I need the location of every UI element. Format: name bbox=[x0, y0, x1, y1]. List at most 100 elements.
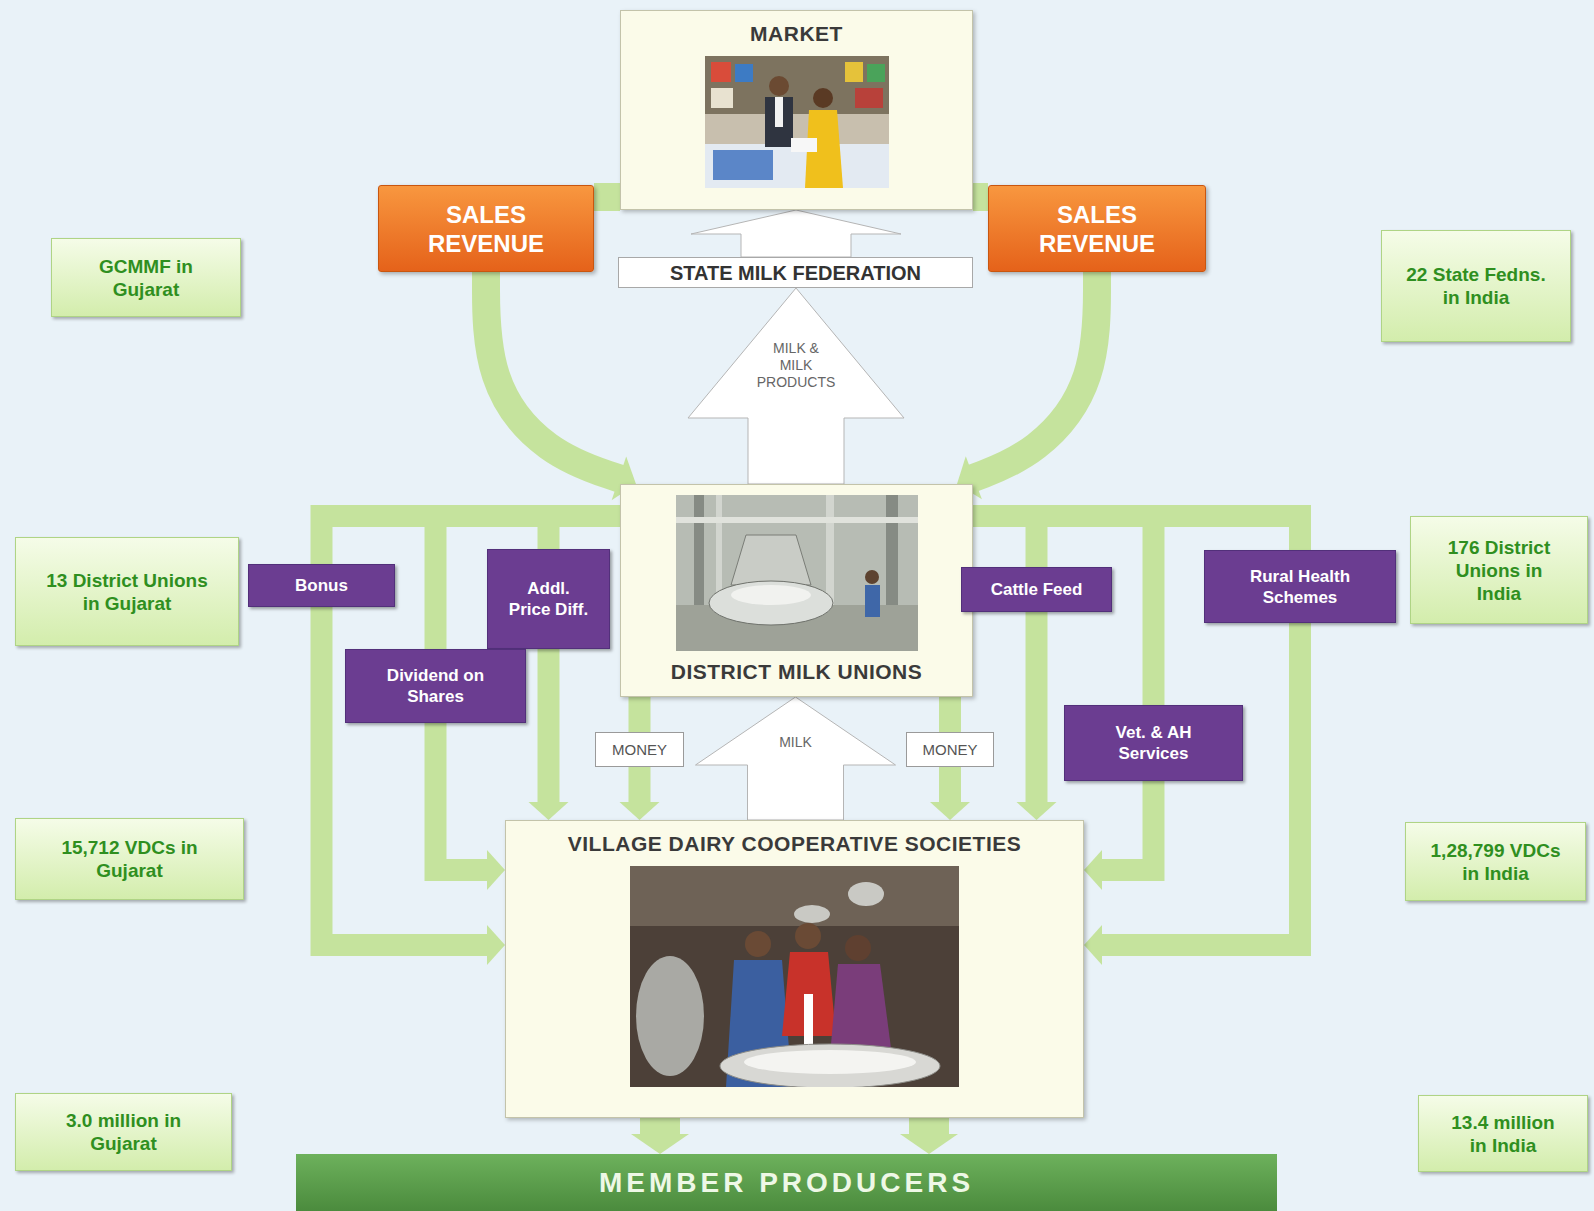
pipe bbox=[826, 495, 834, 605]
head-pot bbox=[794, 905, 830, 923]
arrow-head bbox=[620, 802, 660, 820]
box-label: Vet. & AH Services bbox=[1081, 722, 1226, 764]
milk-pack bbox=[791, 138, 817, 152]
stat-box: 22 State Fedns. in India bbox=[1381, 230, 1571, 342]
milk-can bbox=[636, 956, 704, 1076]
flow-connector bbox=[639, 697, 640, 732]
woman-head bbox=[845, 935, 871, 961]
worker-head bbox=[865, 570, 879, 584]
separator bbox=[709, 581, 833, 625]
flow-band bbox=[436, 516, 621, 649]
flow-band bbox=[486, 272, 620, 479]
revenue-box: SALES REVENUE bbox=[378, 185, 594, 272]
box-label: Rural Health Schemes bbox=[1221, 566, 1379, 608]
money-tag: MONEY bbox=[595, 732, 684, 767]
flow-connector bbox=[486, 272, 636, 500]
flow-connector bbox=[900, 1118, 958, 1154]
flow-band bbox=[973, 183, 988, 211]
benefit-box: Bonus bbox=[248, 564, 395, 607]
box-label: MONEY bbox=[612, 741, 667, 759]
flow-band bbox=[629, 697, 651, 732]
worker-body bbox=[865, 585, 880, 617]
pipe bbox=[694, 495, 704, 605]
flow-connector bbox=[620, 767, 660, 820]
flow-connector bbox=[973, 516, 1300, 550]
stat-box: 13.4 million in India bbox=[1418, 1095, 1588, 1172]
box-label: GCMMF in Gujarat bbox=[76, 255, 216, 301]
box-label: 176 District Unions in India bbox=[1435, 536, 1563, 605]
flow-connector bbox=[973, 197, 988, 198]
arrow-head bbox=[900, 1134, 958, 1154]
stat-box: 15,712 VDCs in Gujarat bbox=[15, 818, 244, 900]
arrow-head bbox=[631, 1134, 689, 1154]
money-tag: MONEY bbox=[906, 732, 994, 767]
person-head bbox=[769, 76, 789, 96]
pipe bbox=[676, 517, 918, 523]
flow-label: MILK bbox=[766, 734, 826, 751]
head-pot bbox=[848, 882, 884, 906]
flow-connector bbox=[957, 272, 1097, 499]
flow-connector bbox=[930, 767, 970, 820]
goods bbox=[735, 64, 753, 82]
box-label: DISTRICT MILK UNIONS bbox=[671, 659, 923, 684]
box-label: 15,712 VDCs in Gujarat bbox=[40, 836, 219, 882]
box-label: 3.0 million in Gujarat bbox=[40, 1109, 207, 1155]
benefit-box: Dividend on Shares bbox=[345, 649, 526, 723]
milk-packs bbox=[713, 150, 773, 180]
photo-ground bbox=[676, 495, 918, 651]
village-collection-photo bbox=[630, 866, 959, 1087]
arrow-head bbox=[487, 925, 505, 965]
box-label: Bonus bbox=[295, 575, 348, 596]
stat-box: GCMMF in Gujarat bbox=[51, 238, 241, 317]
revenue-box: SALES REVENUE bbox=[988, 185, 1206, 272]
box-label: Cattle Feed bbox=[991, 579, 1083, 600]
benefit-box: Rural Health Schemes bbox=[1204, 550, 1396, 623]
box-label: 22 State Fedns. in India bbox=[1406, 263, 1546, 309]
box-label: MEMBER PRODUCERS bbox=[599, 1167, 974, 1199]
flow-band bbox=[1101, 623, 1300, 945]
member-band: MEMBER PRODUCERS bbox=[296, 1154, 1277, 1211]
goods bbox=[845, 62, 863, 82]
box-label: MARKET bbox=[750, 21, 843, 46]
flow-connector bbox=[529, 649, 569, 820]
flow-connector bbox=[688, 288, 904, 484]
flow-band bbox=[973, 516, 1300, 550]
box-label: Dividend on Shares bbox=[362, 665, 509, 707]
stat-box: 176 District Unions in India bbox=[1410, 516, 1588, 624]
stat-box: 13 District Unions in Gujarat bbox=[15, 537, 239, 646]
flow-label: MILK & MILK PRODUCTS bbox=[756, 340, 836, 391]
flow-band bbox=[594, 183, 620, 211]
flow-band bbox=[939, 697, 961, 732]
arrow-head bbox=[529, 802, 569, 820]
box-label: SALES REVENUE bbox=[1009, 200, 1185, 258]
arrow-head bbox=[1017, 802, 1057, 820]
arrow-head bbox=[1084, 850, 1102, 890]
flow-connector bbox=[696, 697, 896, 820]
flow-connector bbox=[1017, 612, 1057, 820]
federation-box: STATE MILK FEDERATION bbox=[618, 257, 973, 288]
arrow-head bbox=[487, 850, 505, 890]
pipe bbox=[886, 495, 898, 605]
flow-band bbox=[629, 767, 651, 803]
flow-connector bbox=[950, 697, 951, 732]
box-label: VILLAGE DAIRY COOPERATIVE SOCIETIES bbox=[568, 831, 1022, 856]
box-label: STATE MILK FEDERATION bbox=[670, 261, 921, 285]
stat-box: 3.0 million in Gujarat bbox=[15, 1093, 232, 1171]
vessel-milk bbox=[744, 1050, 916, 1074]
market-box: MARKET bbox=[620, 10, 973, 210]
person-body bbox=[765, 97, 793, 147]
pipe bbox=[716, 495, 722, 605]
flow-connector bbox=[594, 197, 620, 198]
block-arrow bbox=[696, 697, 896, 820]
market-photo bbox=[705, 56, 889, 188]
woman-head bbox=[745, 931, 771, 957]
box-label: 13.4 million in India bbox=[1443, 1111, 1563, 1157]
village-box: VILLAGE DAIRY COOPERATIVE SOCIETIES bbox=[505, 820, 1084, 1118]
union-box: DISTRICT MILK UNIONS bbox=[620, 484, 973, 697]
goods bbox=[855, 88, 883, 108]
dairy-plant-photo bbox=[676, 495, 918, 651]
block-arrow bbox=[691, 210, 901, 257]
flow-band bbox=[436, 723, 489, 870]
box-label: Addl. Price Diff. bbox=[506, 578, 591, 620]
